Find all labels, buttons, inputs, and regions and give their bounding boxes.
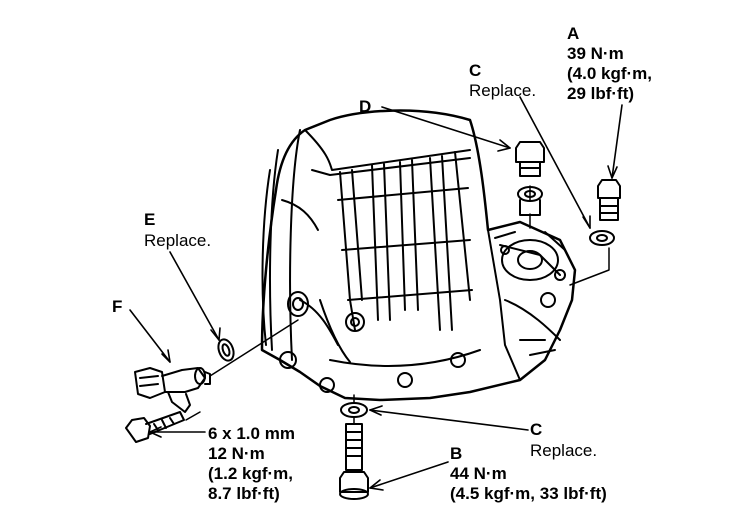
label-bolt-size: 6 x 1.0 mm bbox=[208, 424, 295, 443]
label-a-torque-kgfm: (4.0 kgf·m, bbox=[567, 64, 653, 83]
sensor-f bbox=[134, 367, 211, 413]
label-c-bottom-note: Replace. bbox=[530, 441, 598, 460]
label-f-letter: F bbox=[112, 297, 123, 316]
label-a-torque-lbfft: 29 lbf·ft) bbox=[567, 84, 635, 103]
label-e-note: Replace. bbox=[144, 231, 212, 250]
label-d-letter: D bbox=[359, 97, 372, 116]
label-a-torque-nm: 39 N·m bbox=[567, 44, 624, 63]
label-c-top-letter: C bbox=[469, 61, 482, 80]
label-c-top-note: Replace. bbox=[469, 81, 537, 100]
assembly-lines bbox=[185, 185, 610, 425]
label-b-letter: B bbox=[450, 444, 463, 463]
o-ring-e bbox=[217, 338, 235, 362]
bolt-a bbox=[589, 179, 621, 246]
transmission-housing bbox=[260, 109, 577, 402]
label-b-torque-nm: 44 N·m bbox=[450, 464, 507, 483]
bolt-6x1 bbox=[125, 411, 185, 443]
label-e-letter: E bbox=[144, 210, 156, 229]
washer-c-bottom bbox=[340, 402, 368, 418]
label-bolt-torque-nm: 12 N·m bbox=[208, 444, 265, 463]
housing-bolts bbox=[279, 291, 466, 393]
label-bolt-torque-kgfm: (1.2 kgf·m, bbox=[208, 464, 294, 483]
label-c-bottom-letter: C bbox=[530, 420, 543, 439]
label-b-torque-kgfm: (4.5 kgf·m, 33 lbf·ft) bbox=[450, 484, 607, 503]
leader-arrows bbox=[129, 96, 623, 491]
label-a-letter: A bbox=[567, 24, 580, 43]
bolt-b bbox=[339, 423, 369, 500]
label-bolt-torque-lbfft: 8.7 lbf·ft) bbox=[208, 484, 280, 503]
